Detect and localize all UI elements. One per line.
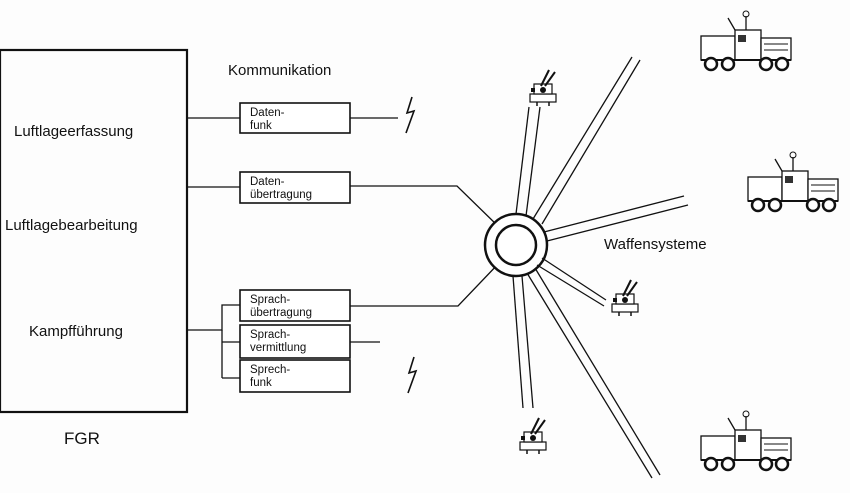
box-sprachuebertragung-line2: übertragung xyxy=(250,307,312,319)
box-sprechfunk-line2: funk xyxy=(250,377,272,389)
box-sprachvermittlung: Sprach- vermittlung xyxy=(239,324,351,359)
anti-aircraft-gun-icon xyxy=(519,417,547,455)
box-datenfunk-line2: funk xyxy=(250,120,272,132)
box-sprachuebertragung-line1: Sprach- xyxy=(250,294,290,306)
box-datenuebertragung-line2: übertragung xyxy=(250,189,312,201)
box-datenfunk-line1: Daten- xyxy=(250,107,285,119)
radar-truck-icon xyxy=(699,9,793,72)
box-sprechfunk: Sprech- funk xyxy=(239,359,351,393)
box-sprachvermittlung-line1: Sprach- xyxy=(250,329,290,341)
radar-truck-icon xyxy=(746,150,840,213)
box-sprechfunk-line1: Sprech- xyxy=(250,364,290,376)
box-sprachuebertragung: Sprach- übertragung xyxy=(239,289,351,322)
anti-aircraft-gun-icon xyxy=(529,69,557,107)
sprachuebertragung-to-hub xyxy=(350,261,501,307)
radio-lightning-icon xyxy=(407,356,418,394)
datenuebertragung-to-hub xyxy=(350,185,501,229)
box-datenuebertragung-line1: Daten- xyxy=(250,176,285,188)
radar-truck-icon xyxy=(699,409,793,472)
fgr-label: FGR xyxy=(64,429,100,448)
weapon-links xyxy=(512,56,689,479)
network-hub-inner xyxy=(494,223,538,267)
box-sprachvermittlung-line2: vermittlung xyxy=(250,342,306,354)
radio-lightning-icon xyxy=(405,96,416,134)
communication-heading: Kommunikation xyxy=(228,62,331,79)
box-datenuebertragung: Daten- übertragung xyxy=(239,171,351,204)
box-datenfunk: Daten- funk xyxy=(239,102,351,134)
function-luftlageerfassung: Luftlageerfassung xyxy=(14,123,133,140)
link-sprachuebertragung xyxy=(187,304,240,331)
weapons-label: Waffensysteme xyxy=(604,236,707,253)
fgr-block xyxy=(0,48,189,414)
function-luftlagebearbeitung: Luftlagebearbeitung xyxy=(5,217,138,234)
anti-aircraft-gun-icon xyxy=(611,279,639,317)
function-kampffuehrung: Kampfführung xyxy=(29,323,123,340)
